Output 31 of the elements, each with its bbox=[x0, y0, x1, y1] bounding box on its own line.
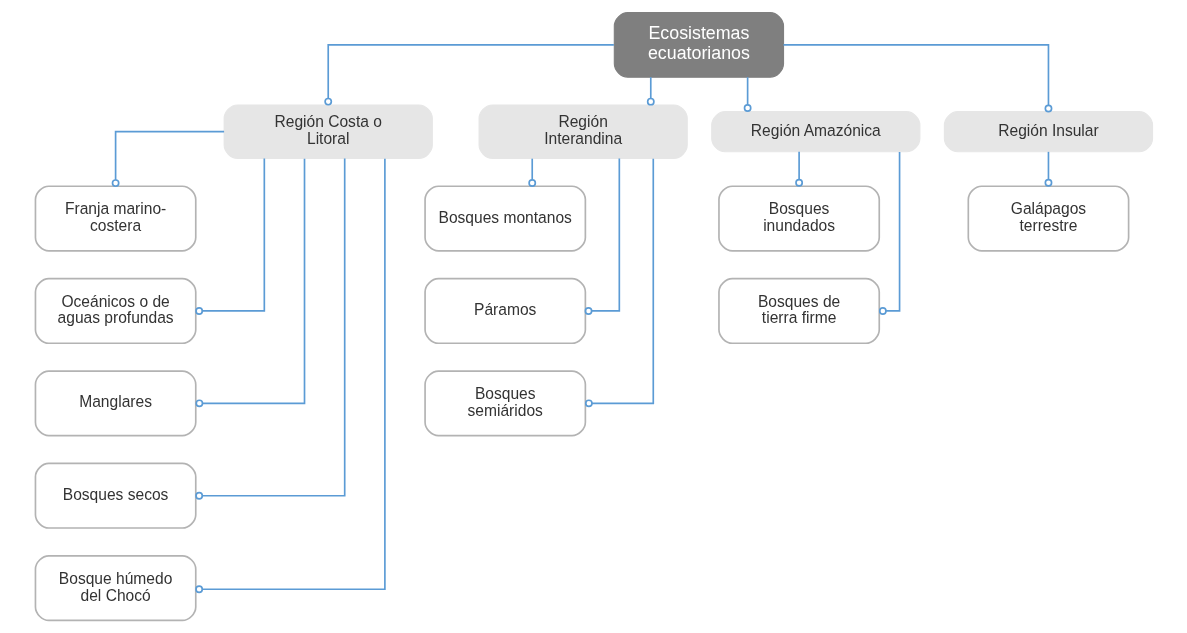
node-box: Ecosistemas ecuatorianos bbox=[613, 12, 784, 78]
connector bbox=[194, 157, 265, 315]
node-box: Bosque húmedo del Chocó bbox=[34, 555, 197, 622]
connector bbox=[527, 157, 536, 187]
connector bbox=[194, 157, 386, 594]
connector bbox=[323, 44, 615, 106]
connector bbox=[743, 76, 752, 113]
connector bbox=[1044, 151, 1052, 187]
node-box: Bosques inundados bbox=[717, 185, 880, 252]
node-box: Manglares bbox=[34, 370, 197, 437]
node-box: Oceánicos o de aguas profundas bbox=[34, 277, 197, 345]
node-box: Bosques montanos bbox=[423, 185, 586, 252]
connector bbox=[878, 151, 900, 315]
node-box: Región Interandina bbox=[478, 104, 688, 159]
connector bbox=[194, 157, 305, 408]
node-box: Bosques secos bbox=[34, 462, 197, 529]
node-box: Bosques semiáridos bbox=[423, 370, 586, 437]
node-box: Región Insular bbox=[943, 111, 1153, 153]
connector bbox=[782, 44, 1052, 113]
node-box: Galápagos terrestre bbox=[966, 185, 1129, 252]
node-box: Franja marino- costera bbox=[34, 185, 197, 252]
connector bbox=[584, 157, 620, 315]
connector bbox=[584, 157, 654, 408]
connector bbox=[111, 130, 225, 188]
node-box: Bosques de tierra firme bbox=[717, 277, 880, 345]
connector bbox=[794, 151, 803, 187]
node-box: Páramos bbox=[423, 277, 586, 345]
node-box: Región Amazónica bbox=[710, 111, 920, 153]
connector bbox=[194, 157, 346, 500]
node-box: Región Costa o Litoral bbox=[223, 104, 433, 159]
connector bbox=[646, 76, 655, 106]
